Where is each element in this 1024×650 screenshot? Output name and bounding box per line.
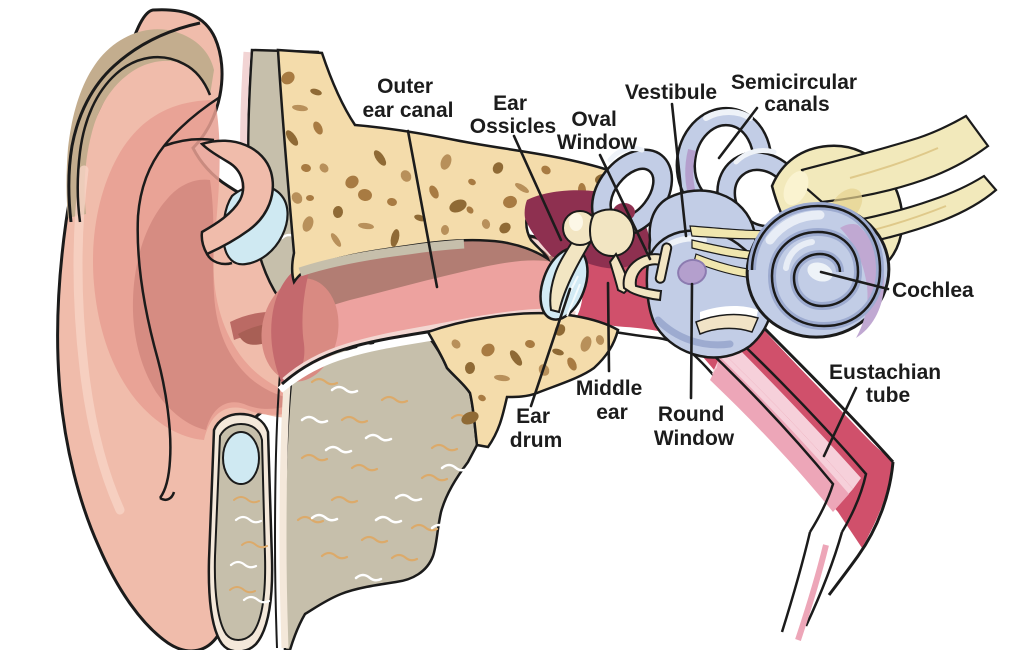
label-semicircular-canals: Semicircular canals	[731, 71, 863, 116]
leader-vestibule	[670, 102, 688, 238]
round-window	[677, 258, 707, 286]
cochlea	[745, 201, 891, 339]
leader-eustachian-tube	[822, 386, 858, 458]
temporal-bone-upper	[276, 48, 618, 285]
ear-ossicles	[549, 208, 673, 314]
leader-ear-drum	[529, 287, 572, 408]
label-vestibule: Vestibule	[625, 81, 717, 104]
stapes-footplate	[654, 242, 673, 284]
leader-ear-ossicles	[512, 134, 563, 242]
label-ear-drum: Ear drum	[510, 405, 563, 452]
malleus-handle	[549, 240, 592, 314]
canal-cartilage-finger	[207, 412, 274, 650]
leader-cochlea	[819, 270, 890, 291]
pinna-outer-ear	[56, 8, 375, 650]
label-middle-ear: Middle ear	[576, 377, 648, 424]
eustachian-tube	[705, 310, 895, 641]
leader-outer-ear-canal	[406, 129, 439, 289]
stapes	[622, 253, 668, 302]
labels: Outer ear canal Ear Ossicles Oval Window…	[362, 71, 974, 452]
label-cochlea: Cochlea	[892, 279, 974, 302]
leader-middle-ear	[606, 281, 611, 373]
label-oval-window: Oval Window	[557, 108, 638, 154]
label-outer-ear-canal: Outer ear canal	[362, 75, 453, 122]
leader-oval-window	[598, 153, 652, 261]
label-ear-ossicles: Ear Ossicles	[470, 92, 556, 138]
leader-semicircular-canals	[717, 106, 759, 160]
leader-lines	[406, 102, 890, 458]
canal-cartilage-mass	[273, 334, 479, 650]
label-round-window: Round Window	[654, 403, 735, 450]
leader-round-window	[689, 282, 694, 400]
incus	[589, 208, 635, 258]
label-eustachian-tube: Eustachian tube	[829, 361, 947, 407]
